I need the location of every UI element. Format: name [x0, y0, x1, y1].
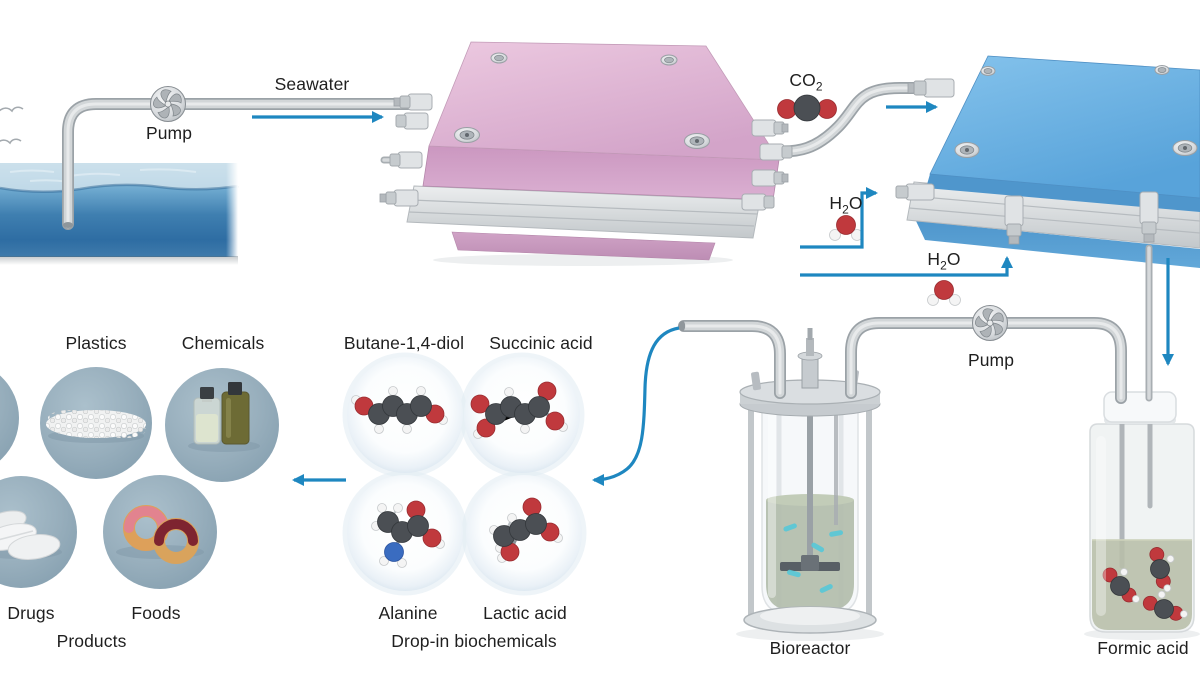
- co2-feed-tube: [760, 82, 954, 158]
- formic-acid-label: Formic acid: [1097, 638, 1189, 658]
- succinic-acid-label: Succinic acid: [489, 333, 593, 353]
- formic-acid-molecule: [1142, 590, 1188, 621]
- seawater-intake-tube: [62, 98, 426, 230]
- h2o-lower-sub: 2: [940, 258, 947, 273]
- h2o-upper-base: H: [829, 193, 843, 213]
- alanine-label: Alanine: [378, 603, 438, 623]
- seawater-pump-icon: [150, 86, 186, 122]
- seawater-flow-cell: [379, 41, 793, 266]
- h2o-lower-label: H2O: [918, 249, 970, 273]
- port-fitting: [741, 193, 775, 211]
- h2o-lower-post: O: [946, 249, 961, 269]
- seawater-pump-label: Pump: [145, 123, 193, 143]
- h2o-upper-post: O: [848, 193, 863, 213]
- bioreactor-vessel: [736, 328, 884, 641]
- formic-acid-molecule: [1102, 567, 1140, 603]
- product-circles: [0, 367, 279, 589]
- screw-icon: [454, 52, 710, 149]
- water-molecule: [829, 215, 863, 241]
- h2o-upper-label: H2O: [820, 193, 872, 217]
- port-fitting: [389, 151, 423, 169]
- formic-acid-molecule: [1149, 547, 1175, 593]
- port-fitting: [751, 119, 789, 137]
- butane-diol-molecule: [351, 386, 448, 434]
- h2o-upper-arrow: [800, 187, 878, 249]
- port-fitting: [895, 183, 935, 201]
- product-circle-foods: [103, 475, 217, 589]
- product-circle-partial: [0, 375, 19, 461]
- products-group-label: Products: [56, 631, 127, 651]
- alanine-molecule: [371, 500, 445, 568]
- recirculation-pump-icon: [972, 305, 1008, 341]
- port-fitting: [759, 143, 793, 161]
- chemicals-label: Chemicals: [181, 333, 265, 353]
- foods-label: Foods: [131, 603, 181, 623]
- drugs-label: Drugs: [7, 603, 55, 623]
- bioreactor-to-biochemicals-arrow: [592, 326, 680, 486]
- seawater-label: Seawater: [274, 74, 350, 94]
- h2o-lower-base: H: [927, 249, 941, 269]
- water-molecule: [927, 280, 961, 306]
- stirrer-motor: [797, 328, 823, 389]
- bioreactor-label: Bioreactor: [769, 638, 851, 658]
- lactic-acid-molecule: [489, 497, 563, 563]
- formic-acid-bottle: [1084, 391, 1200, 640]
- port-fitting: [751, 169, 789, 187]
- co2-electrolyzer-cell: [895, 55, 1200, 268]
- product-circle-plastics: [40, 367, 152, 479]
- ocean: [0, 163, 239, 265]
- bottle-cap: [1103, 391, 1177, 423]
- bioreactor-offgas-tube: [678, 320, 786, 399]
- recirculation-pump-label: Pump: [967, 350, 1015, 370]
- succinic-acid-molecule: [470, 381, 568, 439]
- co2-molecule: [777, 94, 837, 122]
- h2o-upper-sub: 2: [842, 202, 849, 217]
- product-circle-chemicals: [165, 368, 279, 482]
- screw-icon: [954, 65, 1198, 158]
- flow-arrows: [252, 101, 1174, 486]
- port-fitting: [395, 112, 429, 130]
- co2-label-sub: 2: [815, 79, 823, 94]
- biochemical-bubbles: [342, 352, 587, 596]
- h2o-lower-arrow: [800, 256, 1013, 277]
- port-fitting: [393, 93, 433, 111]
- bird-icons: [0, 106, 24, 145]
- port-fitting: [907, 78, 955, 98]
- microbe-cells: [783, 523, 844, 593]
- port-fitting: [379, 189, 419, 207]
- product-circle-drugs: [0, 476, 77, 588]
- biochemicals-group-label: Drop-in biochemicals: [391, 631, 557, 651]
- co2-label: CO2: [780, 70, 832, 94]
- port-fitting: [1139, 191, 1159, 243]
- butane-diol-label: Butane-1,4-diol: [343, 333, 465, 353]
- plastics-label: Plastics: [65, 333, 127, 353]
- lactic-acid-label: Lactic acid: [483, 603, 567, 623]
- port-fitting: [1004, 195, 1024, 245]
- co2-label-base: CO: [789, 70, 816, 90]
